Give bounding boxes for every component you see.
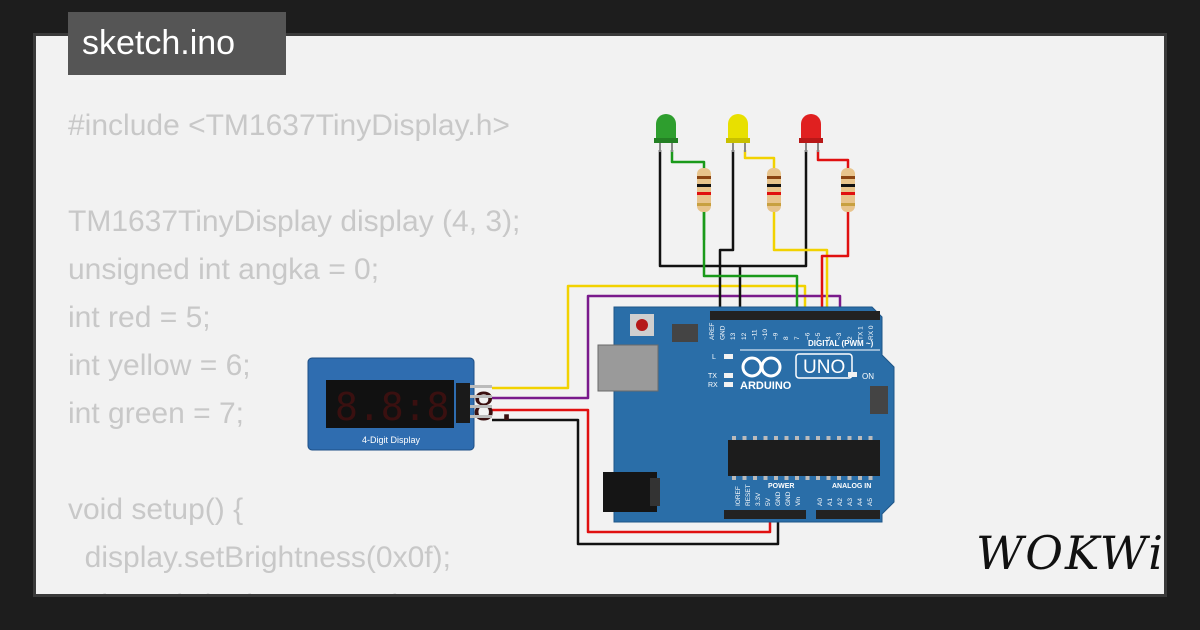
power-jack xyxy=(603,472,657,512)
power-label: POWER xyxy=(768,483,794,490)
code-line: #include <TM1637TinyDisplay.h> xyxy=(68,109,510,142)
rx-label: RX xyxy=(708,382,718,389)
wire-black-led3 xyxy=(740,150,808,268)
power-pin-label: GND xyxy=(775,491,782,506)
usb-port xyxy=(597,344,659,392)
code-line: pinMode(red, OUTPUT); xyxy=(68,582,628,594)
analog-pin-label: A5 xyxy=(867,498,874,506)
wire-red-5v xyxy=(492,408,772,534)
atmega-chip xyxy=(728,440,880,476)
code-line: void setup() { xyxy=(68,493,244,526)
digital-pin-label: 4 xyxy=(826,336,833,340)
wokwi-logo: WOKWi xyxy=(976,526,1165,580)
arduino-uno-board[interactable]: DIGITAL (PWM ~) ARDUINO UNO L TX RX ON P… xyxy=(597,306,895,523)
digital-pin-label: TX 1 xyxy=(857,326,864,340)
wire-purple-dio xyxy=(492,294,842,400)
power-pin-label: 5V xyxy=(765,497,772,506)
led-green[interactable] xyxy=(654,114,678,152)
code-line: int red = 5; xyxy=(68,301,211,334)
digital-pin-label: ~11 xyxy=(751,329,758,340)
digital-pin-label: RX 0 xyxy=(868,325,875,340)
on-label: ON xyxy=(862,372,874,381)
wire-black-led2 xyxy=(718,150,735,311)
tx-label: TX xyxy=(708,373,717,380)
digital-pin-label: 7 xyxy=(794,336,801,340)
digital-pin-label: ~5 xyxy=(815,332,822,340)
arduino-model: UNO xyxy=(803,357,845,378)
arduino-logo xyxy=(741,356,782,378)
analog-header xyxy=(816,510,880,519)
resistor-green xyxy=(697,168,711,212)
arduino-brand: ARDUINO xyxy=(740,380,792,392)
power-header xyxy=(724,510,806,519)
power-pin-label: RESET xyxy=(745,484,752,506)
digital-header xyxy=(710,311,880,320)
wire-yellow-clk xyxy=(492,284,807,390)
power-pin-label: GND xyxy=(785,491,792,506)
project-card xyxy=(33,33,1167,597)
analog-pin-label: A3 xyxy=(847,498,854,506)
analog-label: ANALOG IN xyxy=(832,483,871,490)
code-preview: #include <TM1637TinyDisplay.h> TM1637Tiny… xyxy=(68,102,628,594)
analog-pin-label: A2 xyxy=(837,498,844,506)
display-label: 4-Digit Display xyxy=(362,435,421,445)
digital-pin-label: GND xyxy=(720,325,727,340)
power-pin-label: Vin xyxy=(795,496,802,506)
code-line: display.setBrightness(0x0f); xyxy=(68,541,451,574)
wire-black-led-gnd xyxy=(658,150,742,311)
digital-pin-label: ~10 xyxy=(762,329,769,340)
code-line: TM1637TinyDisplay display (4, 3); xyxy=(68,205,521,238)
analog-pin-label: A1 xyxy=(827,498,834,506)
led-red[interactable] xyxy=(799,114,823,152)
reset-button[interactable] xyxy=(636,319,648,331)
wire-black-gnd xyxy=(492,418,780,546)
digital-label: DIGITAL (PWM ~) xyxy=(808,339,874,348)
analog-pin-label: A0 xyxy=(817,498,824,506)
digital-pin-label: ~6 xyxy=(804,332,811,340)
l-label: L xyxy=(712,354,716,361)
resistor-yellow xyxy=(767,168,781,212)
analog-pin-label: A4 xyxy=(857,498,864,506)
code-line: int green = 7; xyxy=(68,397,244,430)
digital-pin-label: ~9 xyxy=(773,332,780,340)
digital-pin-label: AREF xyxy=(709,323,716,340)
led-yellow[interactable] xyxy=(726,114,750,152)
power-pin-label: IOREF xyxy=(735,486,742,506)
power-pin-label: 3.3V xyxy=(755,492,762,506)
code-line: unsigned int angka = 0; xyxy=(68,253,380,286)
digital-pin-label: 12 xyxy=(741,332,748,340)
tm1637-display-module[interactable]: 8.8:8.8. 4-Digit Display xyxy=(307,357,518,451)
code-line: int yellow = 6; xyxy=(68,349,251,382)
digital-pin-label: 13 xyxy=(730,332,737,340)
digital-pin-label: 8 xyxy=(783,336,790,340)
file-tab[interactable]: sketch.ino xyxy=(68,12,286,75)
digital-pin-label: ~3 xyxy=(836,332,843,340)
digital-pin-label: 2 xyxy=(847,336,854,340)
resistor-red xyxy=(841,168,855,212)
